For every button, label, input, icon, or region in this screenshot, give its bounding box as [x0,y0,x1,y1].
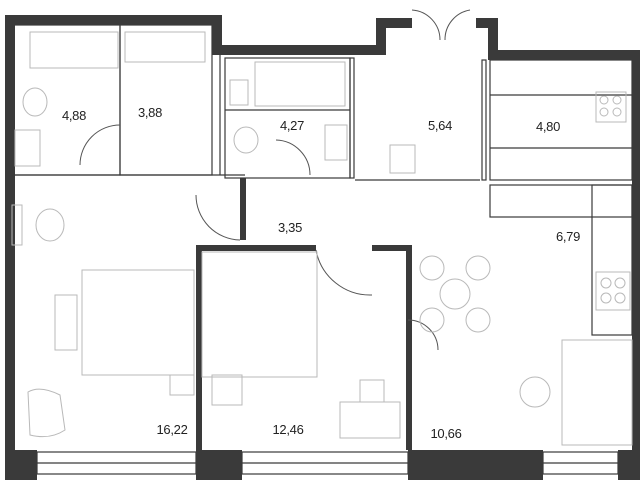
room-area-kitchen: 6,79 [556,229,580,244]
windows [36,451,619,475]
room-area-bedroom: 12,46 [272,422,303,437]
room-area-corridor: 3,35 [278,220,302,235]
interior-walls [11,24,633,450]
room-area-hall-entrance: 5,64 [428,118,452,133]
area-labels: 4,88 3,88 4,27 5,64 4,80 3,35 6,79 16,22… [62,105,580,441]
doors [79,9,471,351]
outer-walls [5,15,640,480]
room-area-wardrobe-2: 4,80 [536,119,560,134]
room-area-bathroom: 4,88 [62,108,86,123]
room-area-dining-room: 10,66 [430,426,461,441]
room-area-living-room: 16,22 [156,422,187,437]
furniture [11,31,633,446]
room-area-wardrobe: 3,88 [138,105,162,120]
room-area-bathroom-2: 4,27 [280,118,304,133]
